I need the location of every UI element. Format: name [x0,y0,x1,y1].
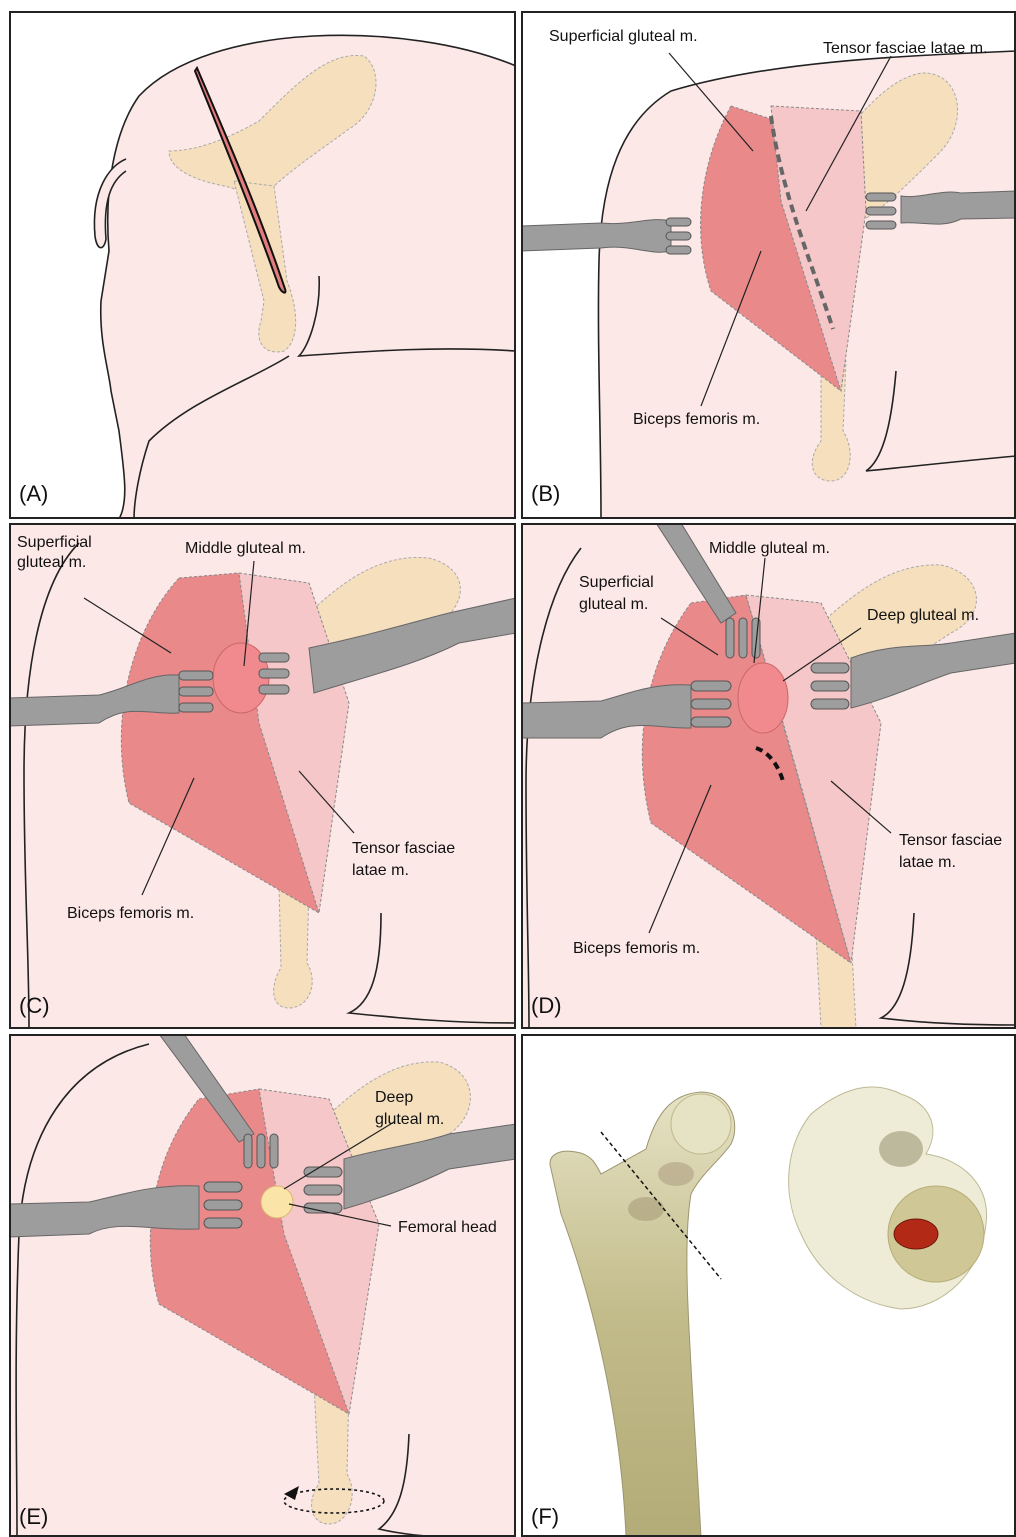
panel-f: (F) [521,1034,1016,1537]
label-tensor-line1: Tensor fasciae [899,832,1002,849]
label-biceps-femoris: Biceps femoris m. [633,411,760,428]
neck-shadow [628,1197,664,1221]
label-middle-gluteal: Middle gluteal m. [709,540,830,557]
panel-a: (A) [9,11,516,519]
panel-a-label: (A) [19,481,48,506]
panel-b-illustration: Superficial gluteal m. Tensor fasciae la… [521,11,1016,519]
label-superficial-gluteal: Superficial gluteal m. [549,28,698,45]
cross-section-shadow [879,1131,923,1167]
panel-b-label: (B) [531,481,560,506]
femoral-head-proximal [671,1094,731,1154]
label-middle-gluteal: Middle gluteal m. [185,540,306,557]
label-biceps-femoris: Biceps femoris m. [573,940,700,957]
label-superficial-gluteal-line2: gluteal m. [579,596,648,613]
panel-d-illustration: Middle gluteal m. Superficial gluteal m.… [521,523,1016,1029]
fovea-shadow [658,1162,694,1186]
label-deep-gluteal-line1: Deep [375,1089,413,1106]
label-deep-gluteal: Deep gluteal m. [867,607,979,624]
label-tensor-line2: latae m. [352,862,409,879]
label-tensor-line1: Tensor fasciae [352,840,455,857]
panel-c-label: (C) [19,993,50,1018]
panel-f-label: (F) [531,1504,559,1529]
lesion-marker [894,1219,938,1249]
panel-e-illustration: Deep gluteal m. Femoral head (E) [9,1034,516,1537]
panel-e: Deep gluteal m. Femoral head (E) [9,1034,516,1537]
label-deep-gluteal-line2: gluteal m. [375,1111,444,1128]
panel-c-illustration: Superficial gluteal m. Middle gluteal m.… [9,523,516,1029]
label-tensor-fasciae-latae: Tensor fasciae latae m. [823,40,988,57]
panel-f-illustration: (F) [521,1034,1016,1537]
label-superficial-gluteal-line1: Superficial [17,534,92,551]
panel-d-label: (D) [531,993,562,1018]
panel-c: Superficial gluteal m. Middle gluteal m.… [9,523,516,1029]
femoral-head [261,1186,293,1218]
label-superficial-gluteal-line1: Superficial [579,574,654,591]
label-tensor-line2: latae m. [899,854,956,871]
middle-gluteal-muscle [738,663,788,733]
label-superficial-gluteal-line2: gluteal m. [17,554,86,571]
panel-e-label: (E) [19,1504,48,1529]
panel-d: Middle gluteal m. Superficial gluteal m.… [521,523,1016,1029]
label-biceps-femoris: Biceps femoris m. [67,905,194,922]
panel-b: Superficial gluteal m. Tensor fasciae la… [521,11,1016,519]
label-femoral-head: Femoral head [398,1219,497,1236]
panel-a-illustration: (A) [9,11,516,519]
